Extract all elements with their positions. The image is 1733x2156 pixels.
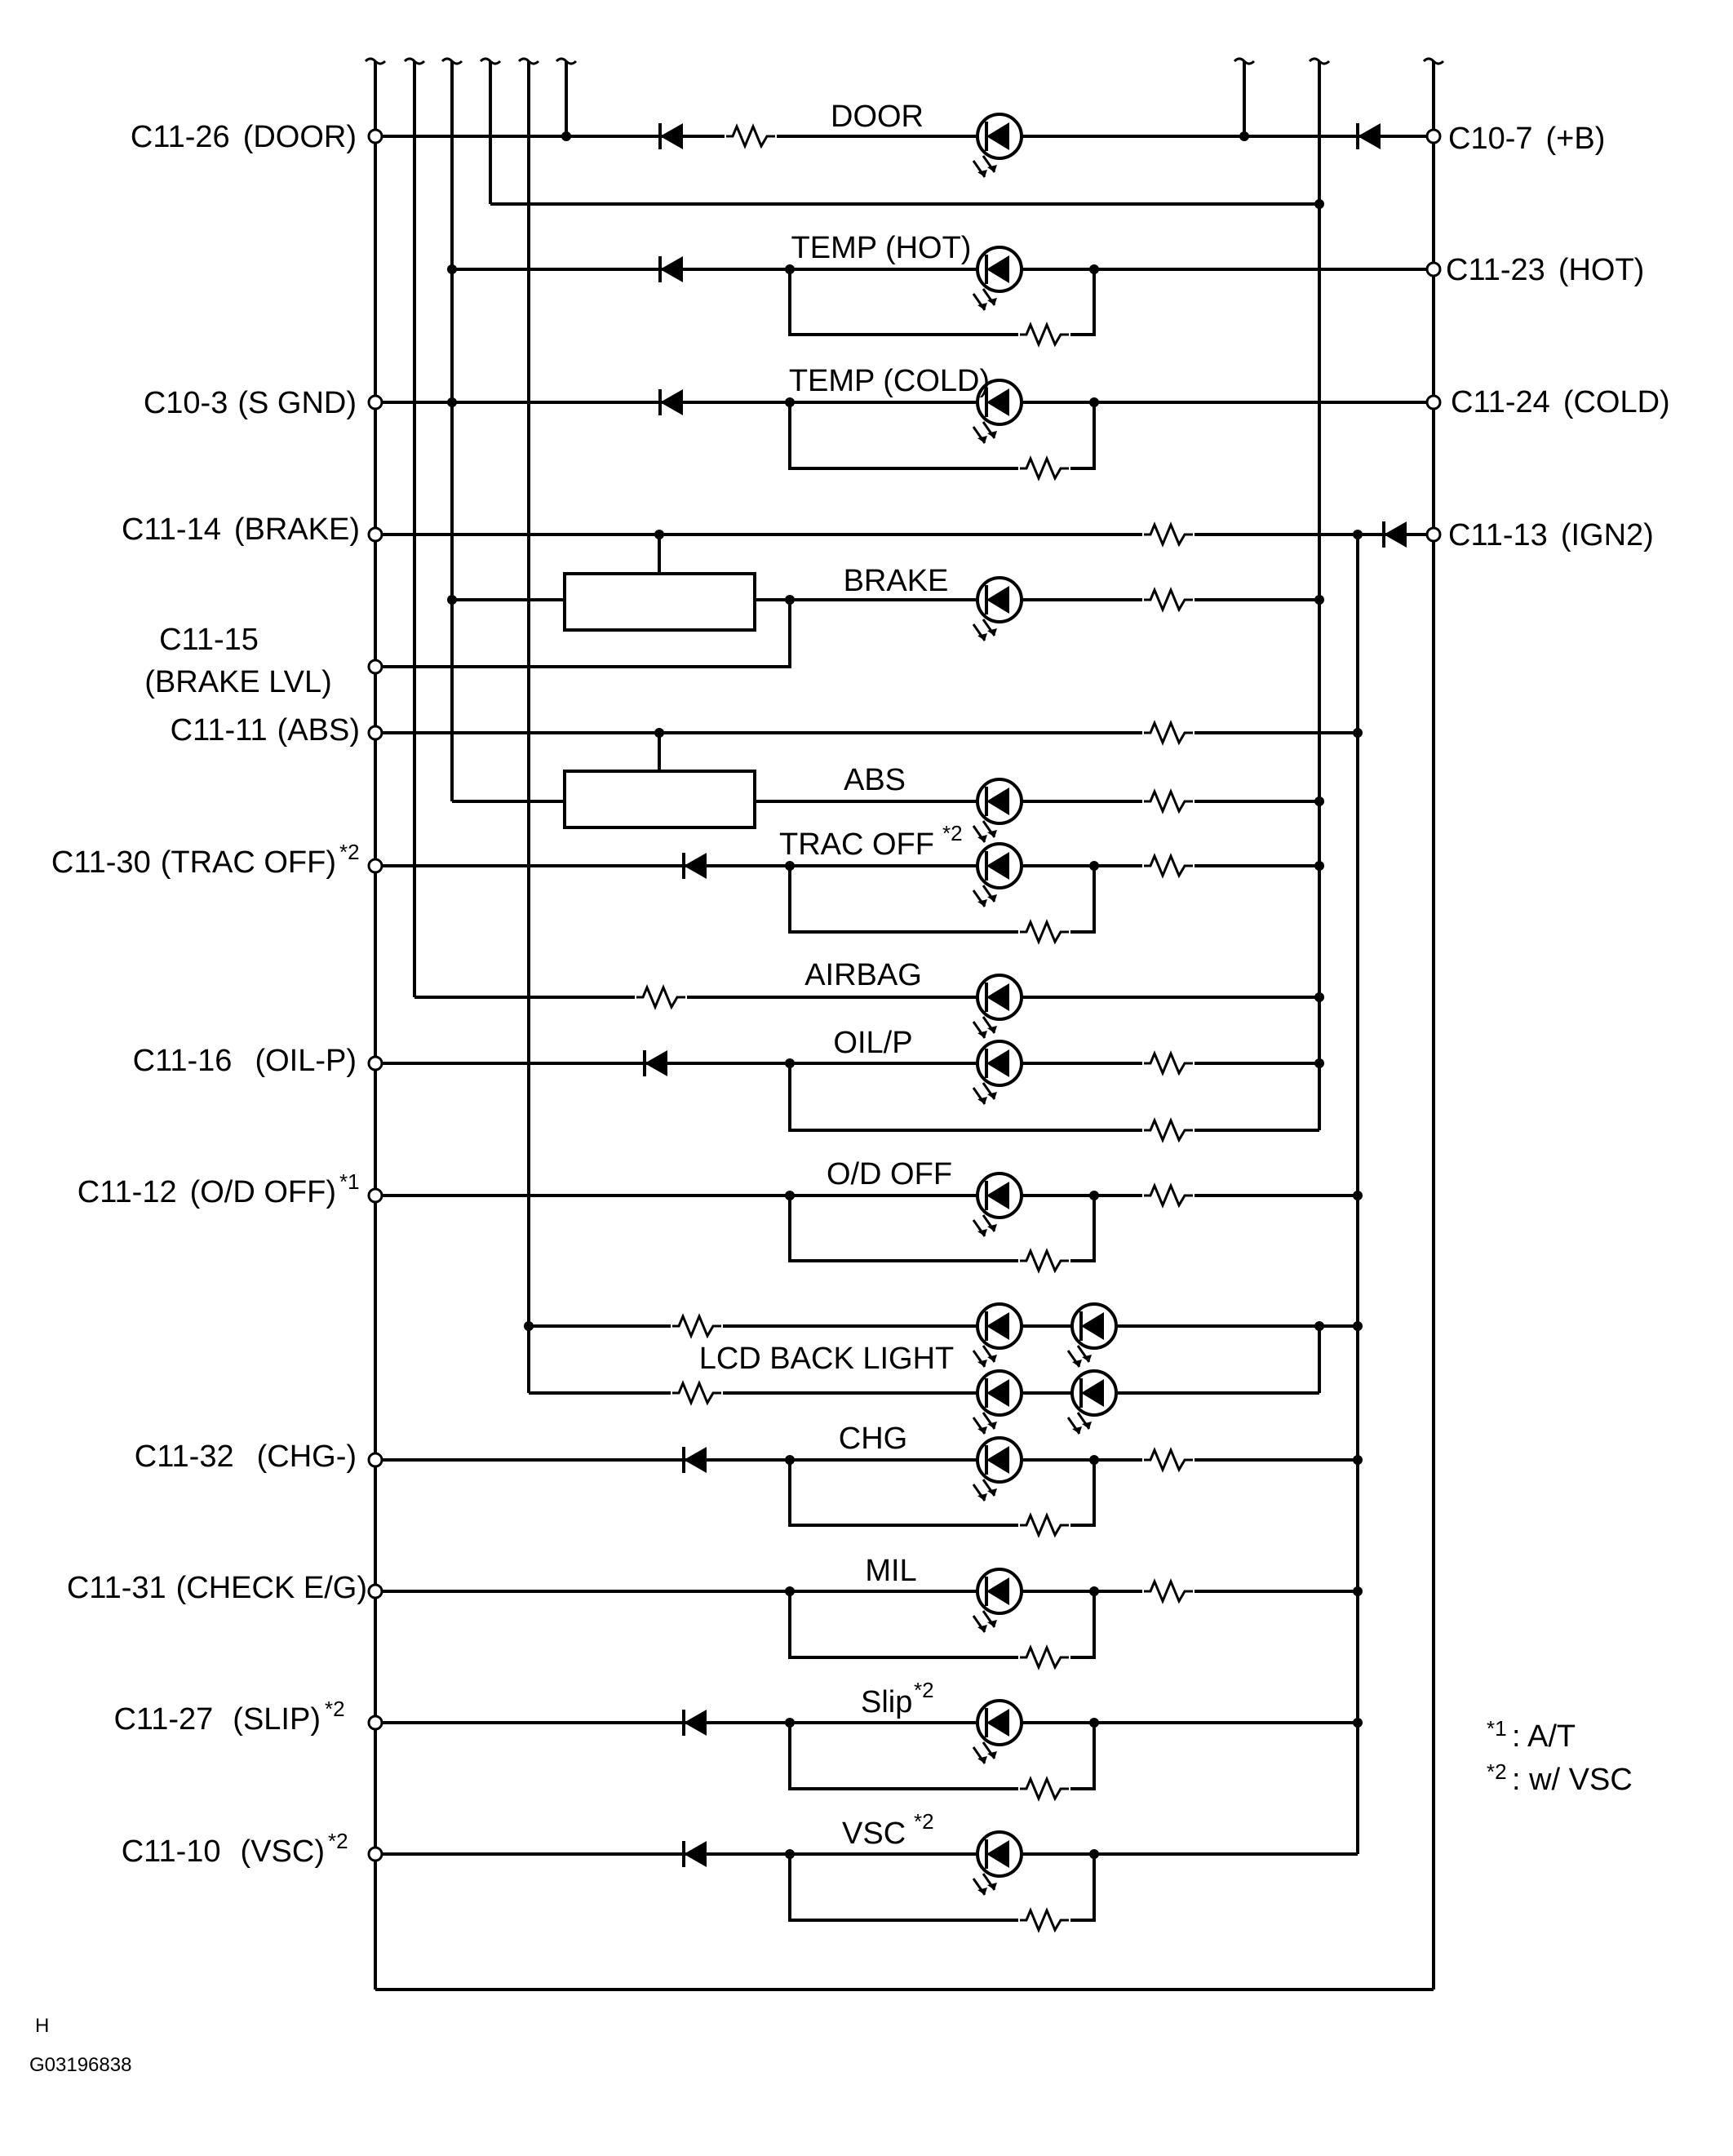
abs-indicator-circuit (375, 719, 1363, 844)
label-trac-off: TRAC OFF (779, 827, 934, 862)
terminal-c11-15-id: C11-15 (159, 623, 259, 657)
brake-warning-module (563, 572, 756, 632)
charge-indicator-circuit (375, 1436, 1363, 1539)
terminal-c11-31: C11-31(CHECK E/G) (67, 1571, 367, 1605)
mil-indicator-circuit (375, 1568, 1363, 1671)
label-temp-cold: TEMP (COLD) (789, 364, 990, 398)
label-vsc: VSC (842, 1817, 906, 1851)
label-trac-off-note: *2 (942, 821, 963, 845)
label-lcd-back-light: LCD BACK LIGHT (699, 1342, 955, 1376)
terminal-c11-27: C11-27(SLIP) (113, 1702, 321, 1737)
label-slip: Slip (861, 1685, 912, 1719)
terminal-c11-30: C11-30(TRAC OFF) (51, 845, 336, 880)
trac-off-indicator-circuit (375, 842, 1324, 946)
vsc-indicator-circuit (375, 1830, 1358, 1934)
terminal-c11-16: C11-16(OIL-P) (133, 1044, 357, 1078)
label-chg: CHG (839, 1422, 907, 1456)
corner-letter: H (35, 2015, 49, 2037)
footnote-1-text: : A/T (1512, 1719, 1576, 1754)
label-brake: BRAKE (844, 564, 949, 598)
terminal-c11-10: C11-10(VSC) (122, 1834, 325, 1869)
terminal-c11-14: C11-14(BRAKE) (122, 512, 360, 547)
footnote-legend: *1 : A/T *2 : w/ VSC (1487, 1716, 1633, 1797)
terminal-c11-30-note: *2 (339, 840, 360, 864)
terminal-c11-13: C11-13(IGN2) (1448, 518, 1654, 552)
footnote-1-mark: *1 (1487, 1716, 1507, 1741)
abs-warning-module (563, 770, 756, 829)
terminal-c11-24: C11-24(COLD) (1451, 385, 1670, 419)
terminal-c10-3: C10-3(S GND) (144, 386, 357, 420)
terminal-c11-11: C11-11(ABS) (171, 713, 360, 748)
label-od-off: O/D OFF (827, 1157, 952, 1191)
od-off-indicator-circuit (375, 1172, 1363, 1275)
terminal-c11-23: C11-23(HOT) (1446, 253, 1644, 287)
slip-indicator-circuit (375, 1699, 1363, 1803)
label-abs: ABS (844, 763, 906, 797)
internal-buses (403, 57, 1359, 1854)
label-airbag: AIRBAG (804, 958, 922, 992)
footnote-2-text: : w/ VSC (1512, 1763, 1633, 1797)
airbag-indicator-circuit (414, 974, 1324, 1040)
lcd-backlight-circuit (524, 1302, 1363, 1435)
terminal-c11-10-note: *2 (328, 1829, 348, 1853)
terminal-c11-12-note: *1 (339, 1169, 360, 1194)
door-indicator-circuit (375, 113, 1434, 209)
temp-hot-indicator-circuit (447, 246, 1434, 348)
terminal-c11-26: C11-26(DOOR) (131, 120, 357, 154)
label-oil-p: OIL/P (833, 1026, 912, 1060)
terminal-c10-7: C10-7(+B) (1448, 122, 1605, 156)
figure-code: G03196838 (29, 2054, 131, 2076)
temp-cold-indicator-circuit (375, 379, 1434, 482)
label-door: DOOR (831, 100, 924, 134)
label-vsc-note: *2 (914, 1809, 934, 1834)
brake-indicator-circuit (375, 520, 1434, 668)
outer-frame (364, 57, 1445, 1991)
oil-pressure-indicator-circuit (375, 1040, 1324, 1144)
terminal-c11-12: C11-12(O/D OFF) (78, 1175, 336, 1209)
label-mil: MIL (865, 1554, 916, 1588)
terminal-c11-27-note: *2 (325, 1697, 345, 1721)
label-temp-hot: TEMP (HOT) (791, 231, 972, 265)
terminal-c11-32: C11-32(CHG-) (135, 1440, 357, 1474)
label-slip-note: *2 (914, 1678, 934, 1702)
terminal-c11-15-name: (BRAKE LVL) (144, 665, 331, 699)
footnote-2-mark: *2 (1487, 1759, 1507, 1784)
